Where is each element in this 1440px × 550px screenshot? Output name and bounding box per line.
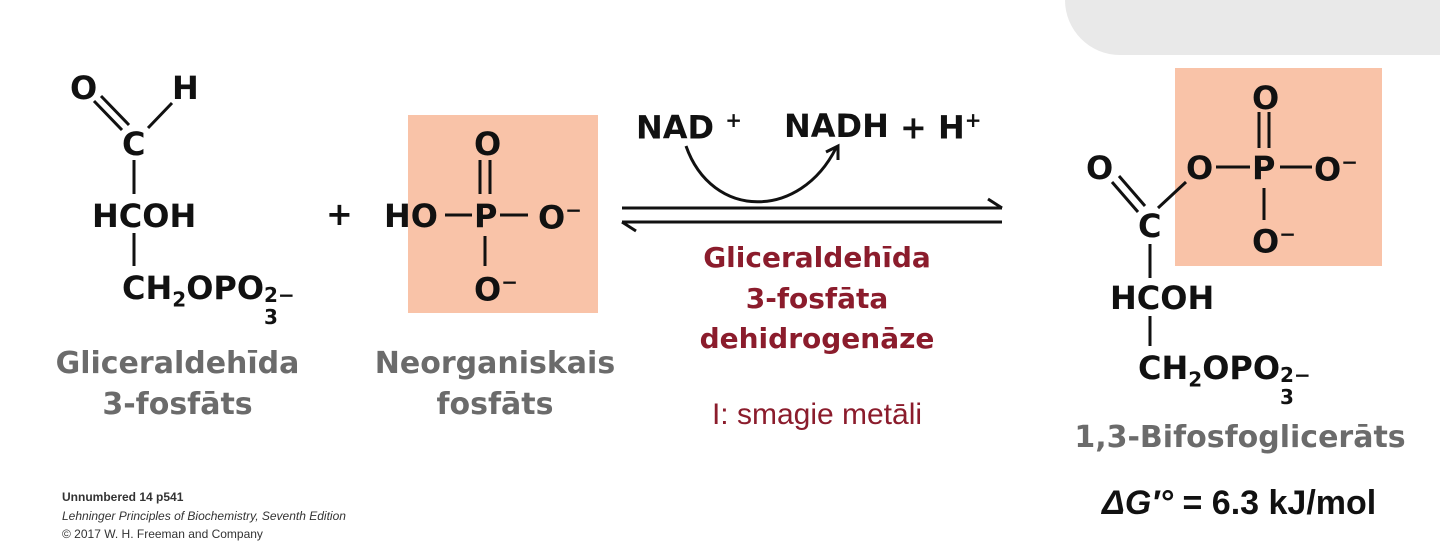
p-c-olink-bond: [1156, 180, 1188, 210]
product-phosphate-highlight-box: [1175, 68, 1382, 266]
nad-curved-arrowhead: [825, 143, 840, 160]
r1-co-bond-a: [92, 99, 124, 132]
reverse-arrow-head: [621, 220, 637, 233]
p-atom-o-right: O−: [1314, 150, 1358, 189]
nadh-label: NADH: [784, 107, 889, 145]
r1-atom-c: C: [122, 125, 146, 163]
nad-curved-arrow: [684, 145, 838, 204]
p-atom-o-top: O: [1252, 79, 1280, 117]
figure-credit: Unnumbered 14 p541 Lehninger Principles …: [62, 490, 346, 542]
r2-atom-o-right: O−: [538, 198, 582, 237]
p-atom-o-bottom: O−: [1252, 222, 1296, 261]
product-name: 1,3-Bifosfoglicerāts: [1074, 420, 1406, 455]
p-atom-o-double: O: [1086, 149, 1114, 187]
r1-ch-bond: [146, 101, 174, 130]
plus-sign: +: [326, 195, 353, 233]
r2-atom-p: P: [474, 197, 498, 235]
enzyme-name: Gliceraldehīda 3-fosfāta dehidrogenāze: [699, 241, 935, 356]
r1-atom-h: H: [172, 69, 199, 107]
nad-label: NAD +: [636, 108, 743, 147]
p-atom-c: C: [1138, 207, 1162, 245]
p-hcoh: HCOH: [1110, 279, 1215, 317]
reactant1-name: Gliceraldehīda 3-fosfāts: [55, 346, 300, 422]
r1-hcoh: HCOH: [92, 197, 197, 235]
inhibitor-label: I: smagie metāli: [711, 398, 923, 431]
delta-g-value: ΔG′° = 6.3 kJ/mol: [1102, 484, 1377, 522]
r1-atom-o: O: [70, 69, 98, 107]
r2-atom-o-bottom: O−: [474, 270, 518, 309]
h-plus-label: + H+: [900, 108, 982, 147]
forward-arrow-head: [987, 197, 1003, 210]
p-co-bond-a: [1110, 181, 1140, 213]
background-shape: [1065, 0, 1440, 55]
p-co-bond-b: [1117, 175, 1147, 207]
reactant2-name: Neorganiskais fosfāts: [374, 346, 616, 422]
r1-co-bond-b: [99, 94, 131, 127]
p-atom-o-link: O: [1186, 149, 1214, 187]
p-atom-p: P: [1252, 149, 1276, 187]
r2-atom-ho: HO: [384, 197, 438, 235]
r2-atom-o-top: O: [474, 125, 502, 163]
